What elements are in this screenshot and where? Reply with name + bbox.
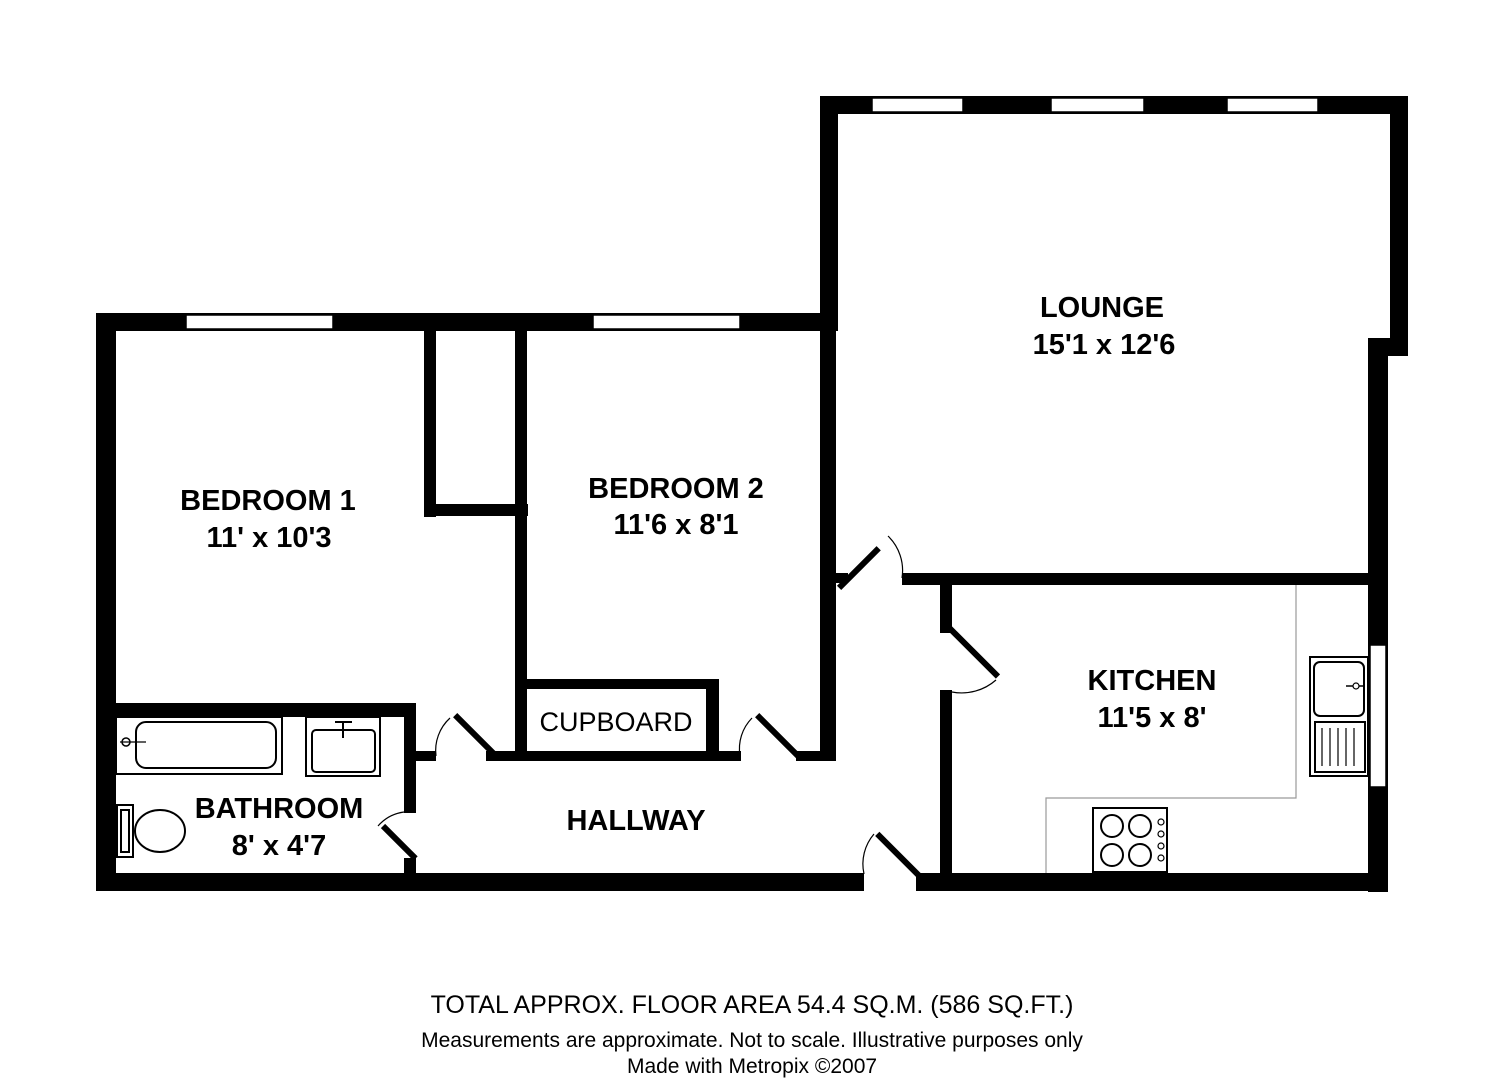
label-lounge-name: LOUNGE xyxy=(1040,292,1164,324)
wall-stub-lounge xyxy=(836,573,848,583)
door-entrance xyxy=(862,831,924,880)
room-labels: LOUNGE 15'1 x 12'6 BEDROOM 1 11' x 10'3 … xyxy=(180,292,1216,862)
bathtub-icon xyxy=(115,716,283,775)
door-bedroom2 xyxy=(738,713,801,759)
wall-cupboard-top xyxy=(515,679,719,689)
toilet-icon xyxy=(116,804,186,858)
window-kitchen xyxy=(1369,644,1387,788)
wall-outer-bottom-left xyxy=(96,873,864,891)
basin-icon xyxy=(305,716,381,777)
label-bedroom1-dims: 11' x 10'3 xyxy=(206,522,331,554)
wall-lounge-kitchen xyxy=(902,573,1388,585)
wall-bathroom-top xyxy=(96,703,416,717)
wall-bathroom-right-lower xyxy=(404,858,416,891)
window-bedroom2 xyxy=(592,314,741,330)
fixtures xyxy=(115,585,1369,873)
label-kitchen-name: KITCHEN xyxy=(1088,665,1217,697)
label-bedroom1-name: BEDROOM 1 xyxy=(180,485,356,517)
label-cupboard: CUPBOARD xyxy=(539,707,692,737)
label-lounge-dims: 15'1 x 12'6 xyxy=(1033,329,1176,361)
wall-bathroom-right-upper xyxy=(404,703,416,813)
door-kitchen xyxy=(947,626,1001,694)
door-bedroom1 xyxy=(435,713,499,759)
label-bathroom-dims: 8' x 4'7 xyxy=(232,830,326,862)
wall-kitchen-left-lower xyxy=(940,690,952,880)
wall-kitchen-left-upper xyxy=(940,583,952,633)
window-lounge-3 xyxy=(1226,97,1319,113)
window-lounge-2 xyxy=(1050,97,1145,113)
wall-bed1-bed2 xyxy=(515,331,527,761)
worktop-outline xyxy=(1045,585,1297,873)
label-bedroom2-name: BEDROOM 2 xyxy=(588,473,764,505)
wall-outer-left xyxy=(96,313,116,891)
wall-bedroom2-right xyxy=(820,331,836,761)
window-lounge-1 xyxy=(871,97,964,113)
hob-icon xyxy=(1092,807,1168,873)
footer: TOTAL APPROX. FLOOR AREA 54.4 SQ.M. (586… xyxy=(421,991,1083,1078)
wall-outer-right-lower xyxy=(1368,338,1388,892)
label-bedroom2-dims: 11'6 x 8'1 xyxy=(613,509,738,541)
disclaimer-text: Measurements are approximate. Not to sca… xyxy=(421,1029,1083,1052)
wall-cupboard-right xyxy=(706,679,719,761)
credit-text: Made with Metropix ©2007 xyxy=(627,1055,877,1078)
door-bathroom xyxy=(377,811,418,861)
wall-hallway-top-right xyxy=(796,751,836,761)
wall-lounge-left-upper xyxy=(820,96,838,331)
doors xyxy=(377,535,1001,880)
wall-outer-bottom-right xyxy=(916,873,1388,891)
windows xyxy=(185,97,1387,788)
total-floor-area: TOTAL APPROX. FLOOR AREA 54.4 SQ.M. (586… xyxy=(431,991,1074,1019)
wall-alcove-bottom xyxy=(424,504,528,516)
label-hallway: HALLWAY xyxy=(566,805,705,837)
wall-hallway-top-mid xyxy=(486,751,741,761)
door-lounge xyxy=(836,535,904,591)
label-bathroom-name: BATHROOM xyxy=(195,793,364,825)
wall-alcove-left xyxy=(424,331,436,517)
wall-hallway-top-left xyxy=(404,751,436,761)
window-bedroom1 xyxy=(185,314,334,330)
label-kitchen-dims: 11'5 x 8' xyxy=(1098,702,1207,734)
wall-outer-right-upper xyxy=(1390,96,1408,356)
sink-icon xyxy=(1309,656,1369,777)
